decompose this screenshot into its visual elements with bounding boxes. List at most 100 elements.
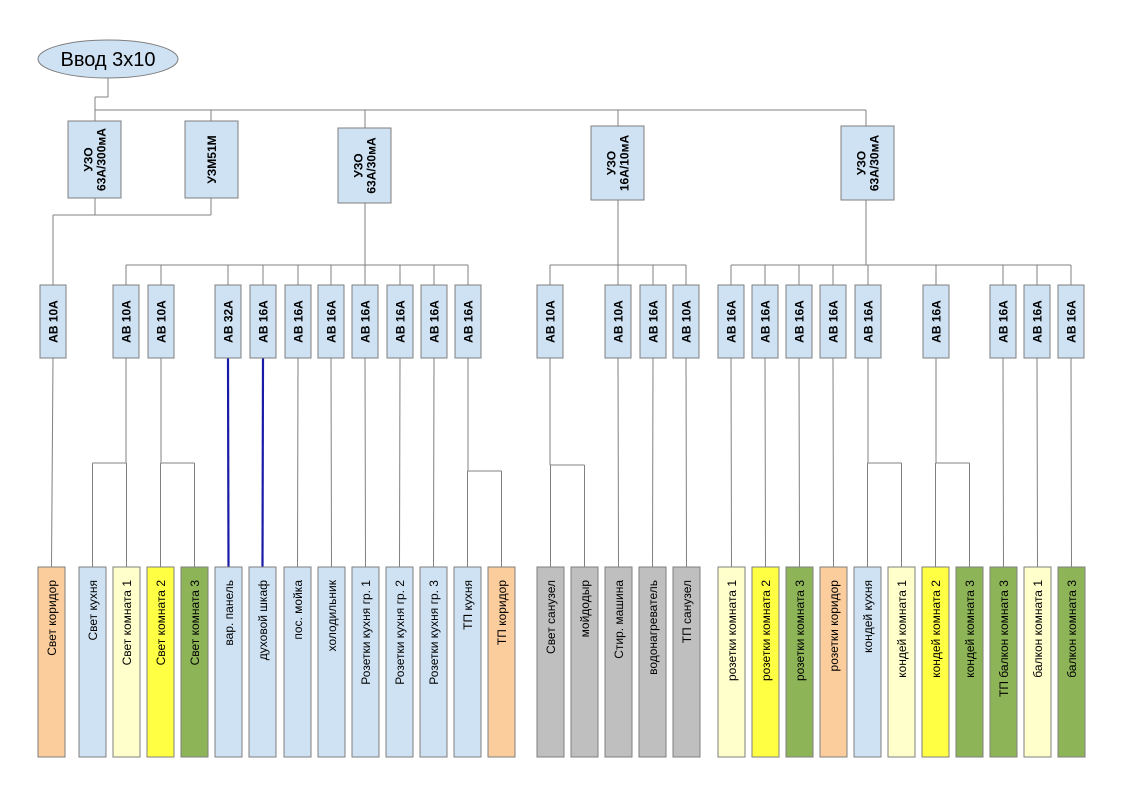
breaker-b19-box [819, 284, 847, 359]
load-19-label: ТП санузел [680, 580, 694, 643]
breaker-b2-box [112, 284, 140, 359]
device-uzo_k-label: 63А/30мА [364, 137, 378, 194]
load-10-box [351, 566, 380, 758]
load-14: ТП коридор [487, 566, 516, 758]
load-26-box [921, 566, 950, 758]
breaker-b3-box [147, 284, 175, 359]
load-1-box [37, 566, 66, 758]
wire-feed [261, 357, 265, 568]
load-19: ТП санузел [672, 566, 701, 758]
load-24: кондей кухня [853, 566, 882, 758]
load-21: розетки комната 2 [751, 566, 780, 758]
breaker-b18-box [785, 284, 813, 359]
wire-feed [617, 357, 619, 568]
breaker-b9-box [386, 284, 414, 359]
wire-feed [652, 357, 654, 568]
input-node: Ввод 3х10 [37, 39, 179, 79]
breaker-b17-label: АВ 16А [758, 300, 772, 343]
load-23: розетки коридор [819, 566, 848, 758]
load-2: Свет кухня [78, 566, 107, 758]
load-30-box [1057, 566, 1086, 758]
wires-layer [51, 78, 1072, 568]
load-13: ТП кухня [453, 566, 482, 758]
load-26: кондей комната 2 [921, 566, 950, 758]
breaker-b4-label: АВ 32А [221, 300, 235, 343]
breaker-b15-label: АВ 10А [679, 300, 693, 343]
load-25-label: кондей комната 1 [895, 580, 909, 678]
load-27-label: кондей комната 3 [963, 580, 977, 678]
load-16: мойдодыр [570, 566, 599, 758]
load-5: Свет комната 3 [180, 566, 209, 758]
load-12: Розетки кухня гр. 3 [419, 566, 448, 758]
input-ellipse [37, 39, 179, 79]
breaker-b23-label: АВ 16А [1030, 300, 1044, 343]
wire-feed [1036, 357, 1038, 568]
breaker-b5: АВ 16А [249, 284, 277, 359]
breaker-b17: АВ 16А [751, 284, 779, 359]
breaker-b20-box [854, 284, 882, 359]
breaker-b21: АВ 16А [922, 284, 950, 359]
load-27: кондей комната 3 [955, 566, 984, 758]
load-2-label: Свет кухня [86, 580, 100, 641]
wire-feed [51, 357, 54, 568]
breaker-b22: АВ 16А [989, 284, 1017, 359]
load-17-box [604, 566, 633, 758]
load-22-label: розетки комната 3 [793, 580, 807, 681]
device-uzm-label: УЗМ51М [205, 135, 219, 183]
load-24-box [853, 566, 882, 758]
wire-feed [832, 357, 834, 568]
device-uzo_main-label: УЗО [81, 147, 95, 171]
breaker-b10-label: АВ 16А [427, 300, 441, 343]
wire-feed [1070, 357, 1072, 568]
breaker-b13: АВ 10А [604, 284, 632, 359]
load-6-box [214, 566, 243, 758]
load-3: Свет комната 1 [112, 566, 141, 758]
breaker-b1-box [39, 284, 67, 359]
load-30-label: балкон комната 3 [1065, 580, 1079, 678]
breaker-b13-label: АВ 10А [611, 300, 625, 343]
load-23-box [819, 566, 848, 758]
breaker-b12-label: АВ 10А [543, 300, 557, 343]
load-28: ТП балкон комната 3 [989, 566, 1018, 758]
load-8: пос. мойка [283, 566, 312, 758]
breaker-b22-label: АВ 16А [996, 300, 1010, 343]
load-22-box [785, 566, 814, 758]
wire-feed [1002, 357, 1004, 568]
breaker-b21-box [922, 284, 950, 359]
breaker-b8-label: АВ 16А [358, 300, 372, 343]
load-20-box [717, 566, 746, 758]
load-1: Свет коридор [37, 566, 66, 758]
load-6: вар. панель [214, 566, 243, 758]
breaker-b12: АВ 10А [536, 284, 564, 359]
breaker-b20: АВ 16А [854, 284, 882, 359]
load-18-label: водонагреватель [646, 580, 660, 675]
wire-feed [399, 357, 401, 568]
device-uzo_s-label: УЗО [604, 151, 618, 175]
breaker-b24-box [1057, 284, 1085, 359]
breaker-b10-box [420, 284, 448, 359]
wire-feed [798, 357, 800, 568]
breaker-b21-label: АВ 16А [929, 300, 943, 343]
breaker-b19-label: АВ 16А [826, 300, 840, 343]
device-uzo_r-label: УЗО [854, 151, 868, 175]
wire-feed [730, 357, 732, 568]
device-uzm: УЗМ51М [184, 120, 239, 199]
load-7-box [248, 566, 277, 758]
breaker-b19: АВ 16А [819, 284, 847, 359]
load-11-label: Розетки кухня гр. 2 [393, 580, 407, 685]
breaker-b5-label: АВ 16А [256, 300, 270, 343]
breaker-b2-label: АВ 10А [119, 300, 133, 343]
load-5-box [180, 566, 209, 758]
load-28-box [989, 566, 1018, 758]
load-13-label: ТП кухня [461, 580, 475, 630]
load-25-box [887, 566, 916, 758]
load-13-box [453, 566, 482, 758]
wire-feed [764, 357, 766, 568]
load-18: водонагреватель [638, 566, 667, 758]
load-26-label: кондей комната 2 [929, 580, 943, 678]
load-29: балкон комната 1 [1023, 566, 1052, 758]
wire-feed [364, 357, 366, 568]
